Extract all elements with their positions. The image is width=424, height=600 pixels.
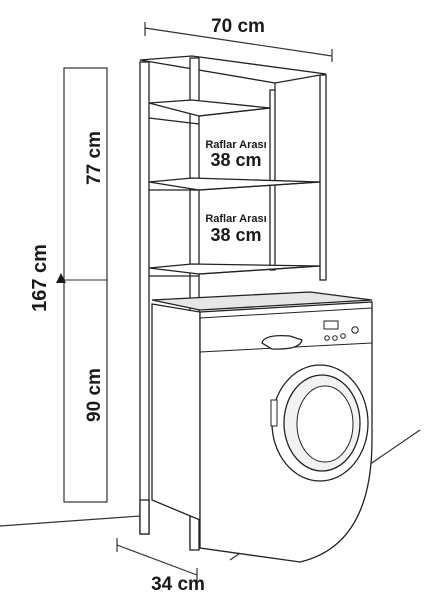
width-label: 70 cm bbox=[211, 16, 265, 37]
shelf-gap-title-2: Raflar Arası bbox=[205, 213, 266, 225]
shelf-gap-title-1: Raflar Arası bbox=[205, 139, 266, 151]
washing-machine bbox=[151, 291, 373, 563]
lower-height-label: 90 cm bbox=[84, 368, 105, 422]
total-height-label: 167 cm bbox=[29, 244, 51, 312]
width-dimension-line bbox=[144, 22, 333, 62]
shelf-gap-value-1: 38 cm bbox=[210, 150, 261, 170]
upper-height-label: 77 cm bbox=[84, 131, 105, 185]
height-band bbox=[56, 67, 108, 503]
shelf-gap-value-2: 38 cm bbox=[210, 225, 261, 245]
shelf-rails bbox=[148, 83, 321, 277]
depth-dimension-line bbox=[116, 538, 198, 582]
depth-label: 34 cm bbox=[151, 574, 205, 595]
